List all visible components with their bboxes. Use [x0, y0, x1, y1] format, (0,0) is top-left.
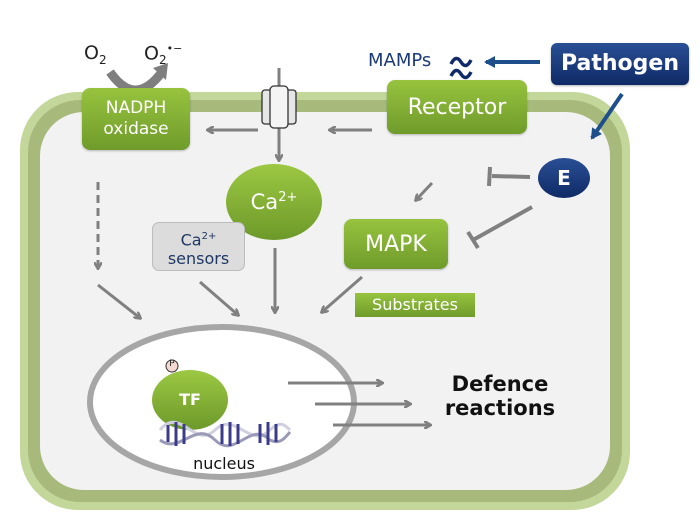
sensors-calcium-charge: 2+ — [201, 231, 217, 242]
nadph-label-line2: oxidase — [103, 119, 169, 139]
nucleus-label: nucleus — [193, 454, 255, 473]
oxygen-subscript: 2 — [98, 52, 107, 67]
nadph-label-line1: NADPH — [105, 98, 167, 118]
phosphate-label: P — [169, 359, 175, 369]
calcium-symbol: Ca — [250, 190, 279, 214]
ion-channel-icon — [261, 68, 297, 160]
sensors-calcium-symbol: Ca — [180, 230, 202, 250]
defence-label-line1: Defence — [451, 372, 549, 396]
superoxide-arrow-head — [153, 63, 168, 80]
phosphate-icon — [165, 359, 179, 373]
sensors-label-line1: Ca2+ — [153, 227, 244, 249]
superoxide-superscript: •− — [166, 42, 183, 55]
nadph-oxidase-node: NADPH oxidase — [82, 88, 190, 150]
calcium-sensors-node: Ca2+ sensors — [152, 222, 245, 271]
pathogen-label: Pathogen — [560, 51, 679, 76]
arrow-pathogen-to-effector — [590, 92, 624, 140]
defence-reactions-label: Defence reactions — [440, 372, 560, 420]
mamps-molecule-icon — [449, 56, 473, 80]
calcium-label: Ca2+ — [244, 190, 304, 214]
defence-label-line2: reactions — [444, 396, 556, 420]
oxygen-symbol: O — [84, 42, 99, 64]
signal-arrows — [97, 130, 434, 425]
arrow-ros-to-nucleus — [97, 283, 140, 318]
inhibition-lines — [466, 166, 533, 250]
arrow-mapk-to-nucleus — [322, 275, 363, 312]
mapk-label: MAPK — [365, 231, 427, 257]
dna-helix-icon — [158, 420, 292, 448]
sensors-label-line2: sensors — [167, 249, 230, 269]
arrow-receptor-to-mapk — [416, 181, 434, 200]
substrates-node: Substrates — [355, 293, 475, 317]
mapk-node: MAPK — [344, 219, 448, 269]
effector-label: E — [557, 166, 571, 190]
superoxide-symbol: O — [144, 42, 159, 65]
calcium-charge: 2+ — [278, 190, 298, 205]
transcription-factor-node — [152, 370, 228, 430]
pathogen-node: Pathogen — [551, 43, 689, 85]
oxygen-label: O2 — [84, 42, 107, 67]
tf-label: TF — [179, 390, 201, 409]
mamps-label: MAMPs — [368, 50, 432, 71]
receptor-label: Receptor — [407, 94, 507, 120]
substrates-label: Substrates — [372, 295, 458, 314]
arrow-sensors-to-nucleus — [199, 280, 238, 315]
receptor-node: Receptor — [387, 80, 527, 134]
superoxide-subscript: 2 — [158, 53, 167, 68]
calcium-node — [226, 164, 322, 240]
effector-node — [538, 158, 590, 198]
superoxide-label: O2•− — [144, 42, 182, 67]
